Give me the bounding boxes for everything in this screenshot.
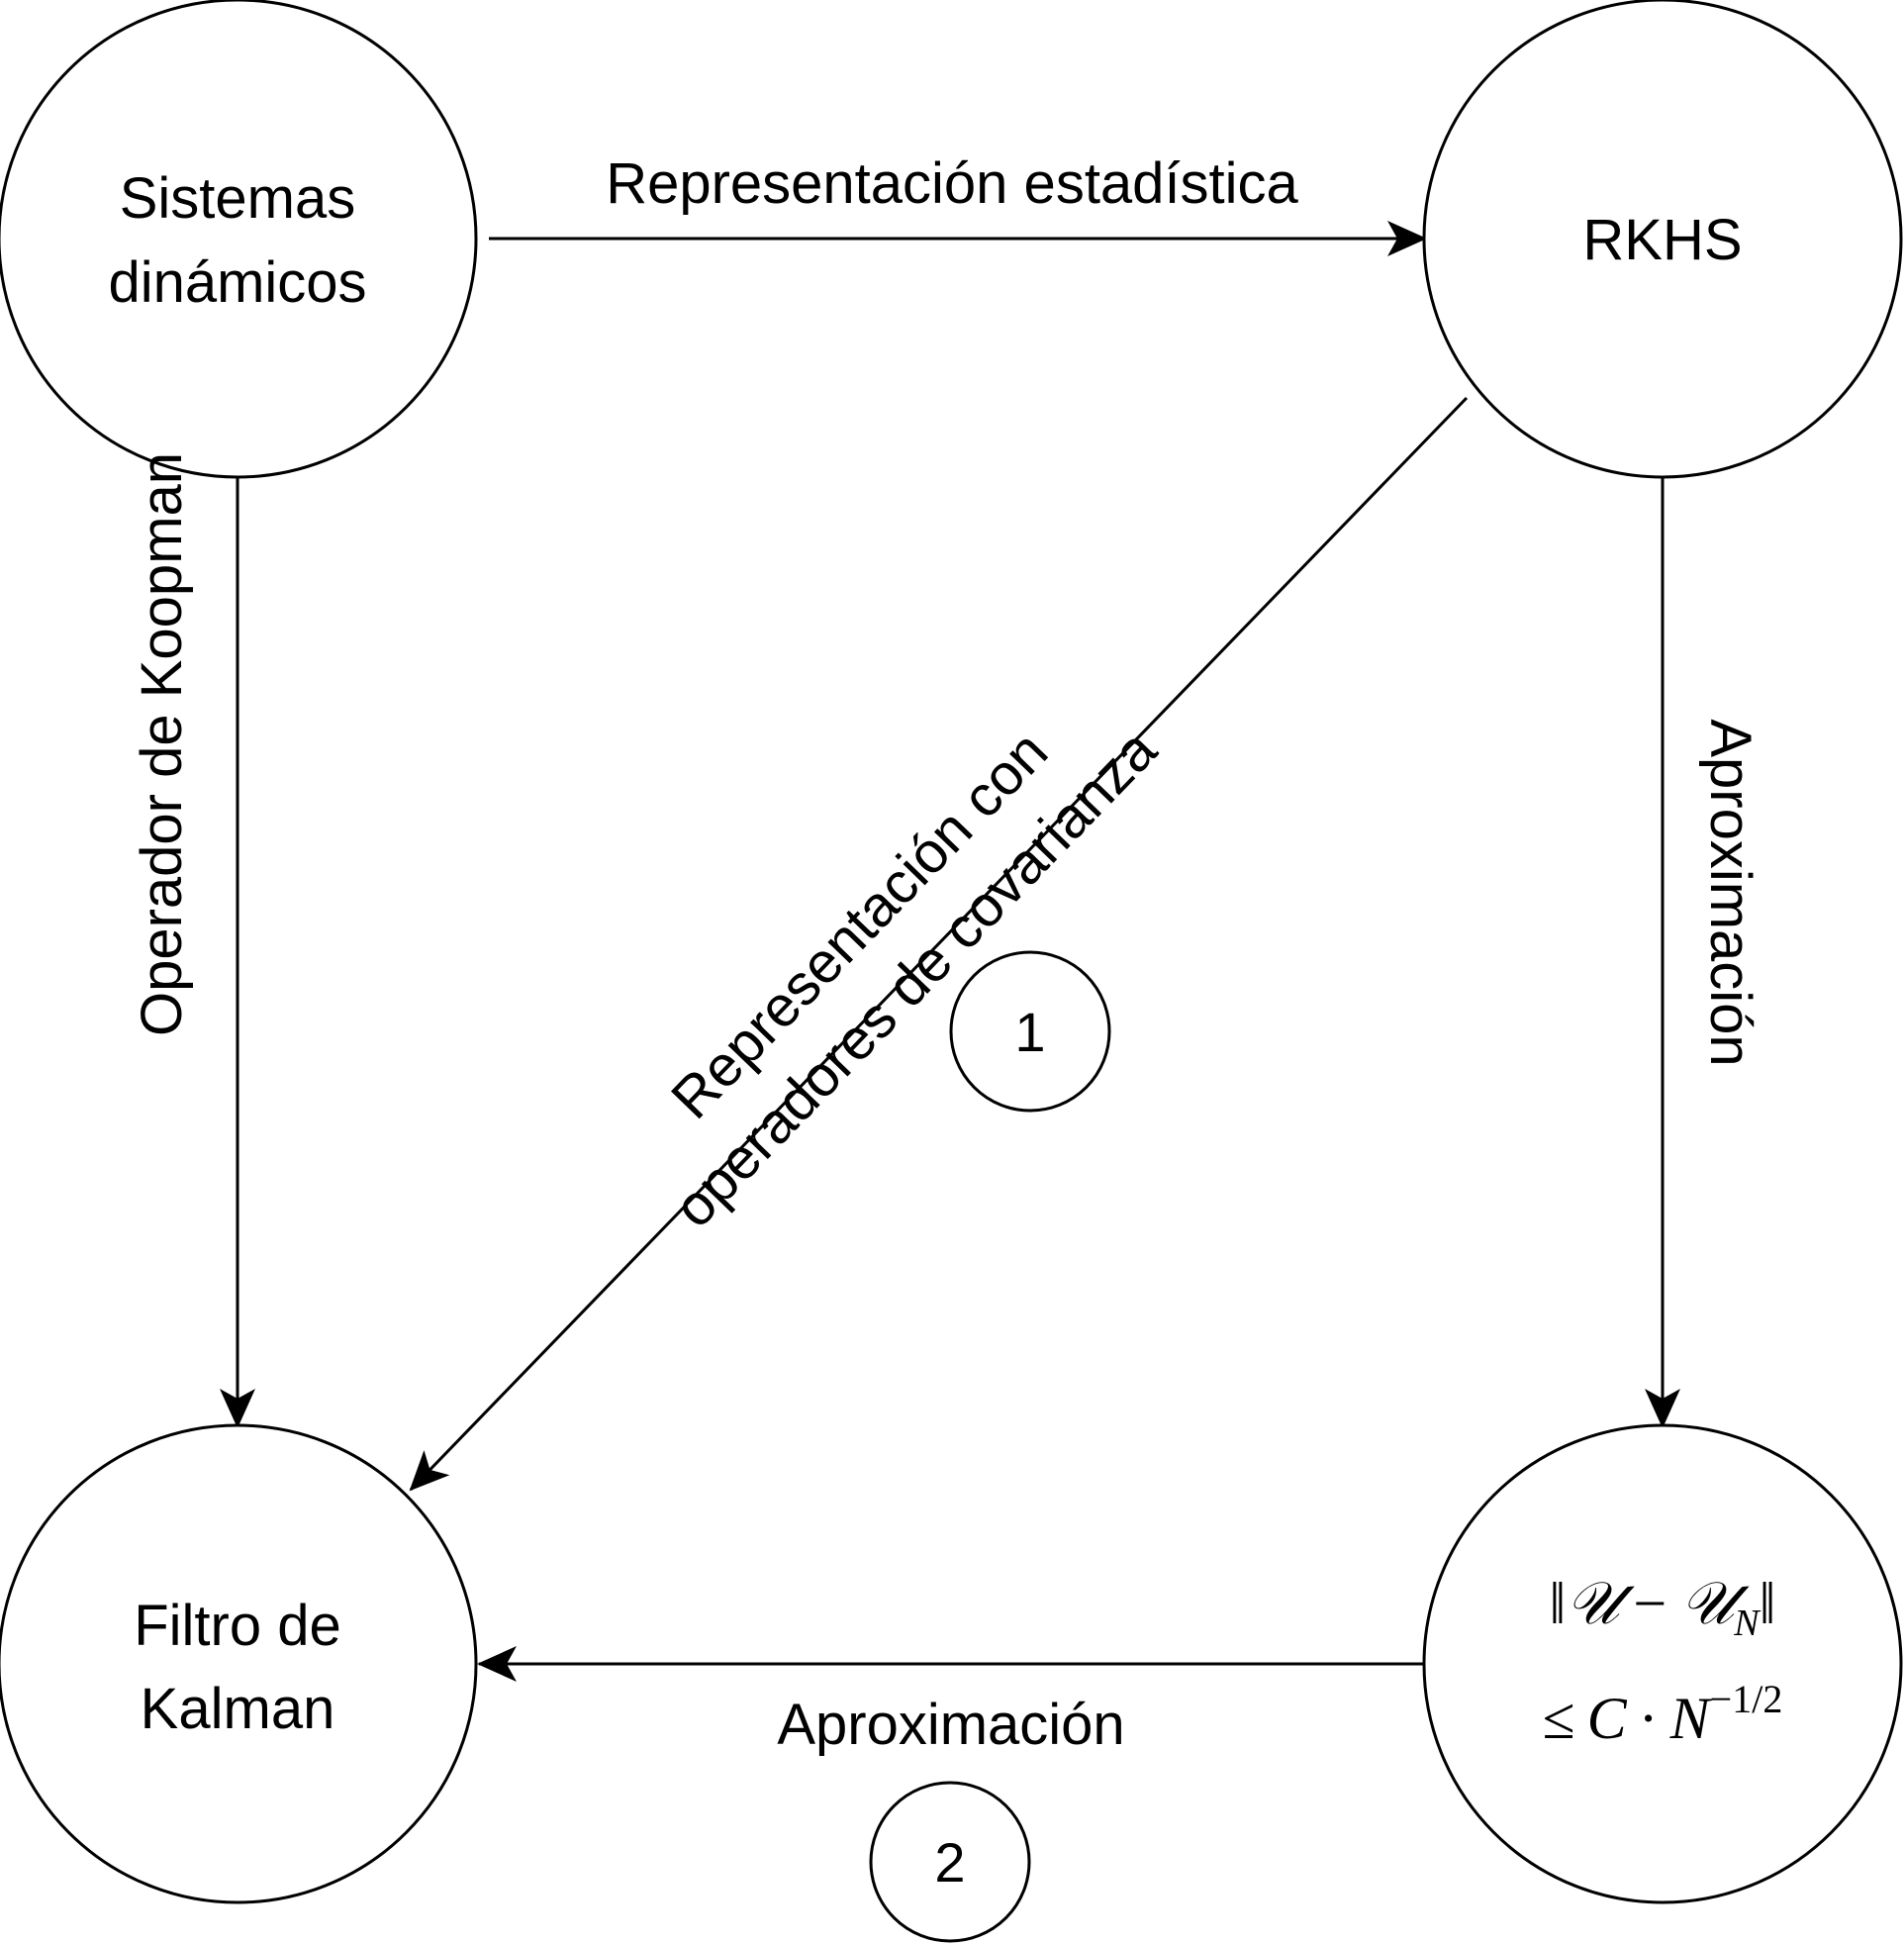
- bound-exponent: −1/2: [1710, 1677, 1783, 1721]
- node-rkhs-label: RKHS: [1582, 208, 1742, 272]
- label-koopman: Operador de Koopman: [130, 452, 194, 1036]
- node-rkhs: RKHS: [1422, 0, 1903, 479]
- bound-base: N: [1669, 1686, 1713, 1751]
- node-dynamic-systems-line1: Sistemas: [120, 166, 356, 231]
- bound-constant: C: [1587, 1686, 1628, 1751]
- badge-two: 2: [869, 1781, 1031, 1943]
- bound-line2: ≤C·N−1/2: [1543, 1677, 1783, 1751]
- node-rkhs-circle: [1422, 0, 1903, 479]
- bound-leq: ≤: [1543, 1686, 1575, 1751]
- edge-covariance: [409, 396, 1469, 1492]
- node-kalman-filter-line1: Filtro de: [134, 1594, 341, 1658]
- badge-one: 1: [949, 950, 1111, 1113]
- node-kalman-filter-circle: [0, 1423, 478, 1904]
- label-statistical-representation: Representación estadística: [606, 151, 1298, 216]
- node-bound: ‖𝒰−𝒰N‖ ≤C·N−1/2: [1422, 1423, 1903, 1904]
- label-covariance-line2: operadores de covarianza: [661, 717, 1169, 1239]
- bound-minus: −: [1633, 1571, 1666, 1636]
- bound-subscript: N: [1733, 1603, 1761, 1644]
- label-covariance: Representación con operadores de covaria…: [659, 717, 1170, 1239]
- badge-one-label: 1: [1014, 1001, 1045, 1063]
- label-approx-horizontal: Aproximación: [777, 1693, 1124, 1757]
- bound-norm-right: ‖: [1760, 1571, 1776, 1636]
- node-dynamic-systems-line2: dinámicos: [108, 250, 366, 315]
- badge-one-circle: [949, 950, 1111, 1113]
- node-bound-circle: [1422, 1423, 1903, 1904]
- bound-norm-left: ‖: [1550, 1571, 1567, 1636]
- node-kalman-filter: Filtro de Kalman: [0, 1423, 478, 1904]
- badge-two-label: 2: [934, 1831, 965, 1894]
- bound-dot: ·: [1639, 1686, 1659, 1751]
- label-approx-vertical: Aproximación: [1698, 719, 1762, 1066]
- node-dynamic-systems-circle: [0, 0, 478, 479]
- badge-two-circle: [869, 1781, 1031, 1943]
- node-dynamic-systems: Sistemas dinámicos: [0, 0, 478, 479]
- node-kalman-filter-line2: Kalman: [141, 1677, 335, 1741]
